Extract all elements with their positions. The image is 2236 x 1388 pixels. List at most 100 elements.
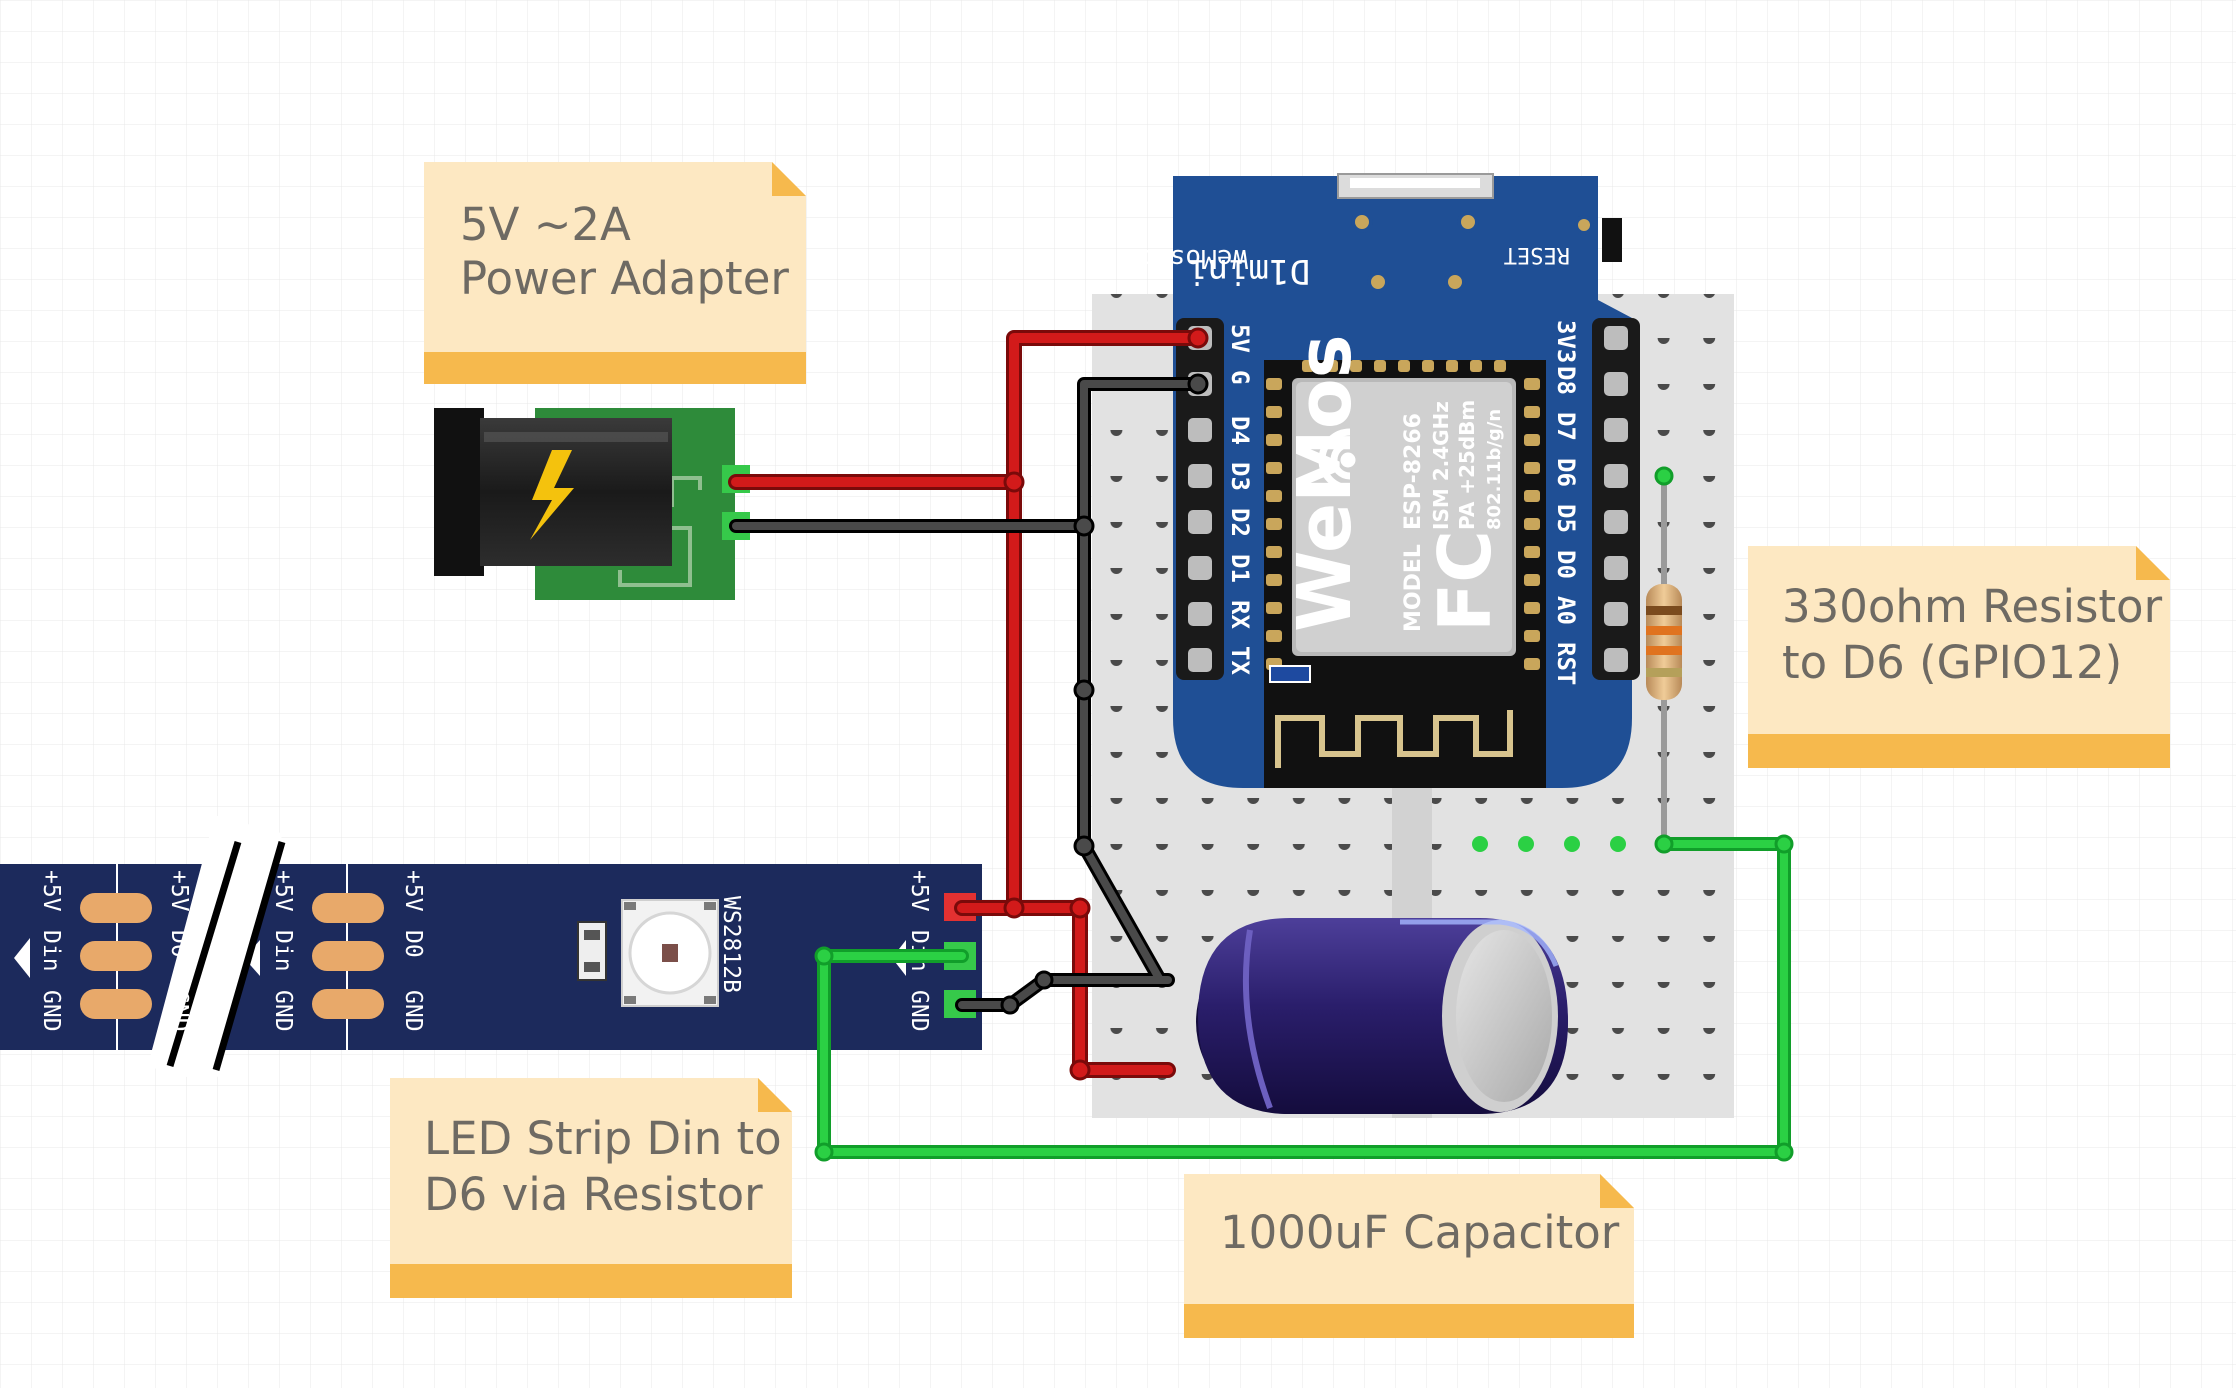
reset-button[interactable]: [1602, 218, 1622, 262]
left-header-pin[interactable]: [1188, 464, 1212, 488]
module-pad: [1494, 360, 1506, 372]
module-pad: [1524, 406, 1540, 418]
pcb-antenna: [1275, 710, 1513, 768]
right-header-pin[interactable]: [1604, 510, 1628, 534]
note-power-adapter: 5V ~2A Power Adapter: [424, 162, 806, 384]
module-pad: [1524, 630, 1540, 642]
strip-pad-label: +5V: [270, 870, 296, 912]
strip-pad-label: +5V: [400, 870, 426, 912]
solder-pad: [80, 941, 152, 971]
module-pad: [1470, 360, 1482, 372]
mounting-holes: [1351, 211, 1594, 293]
solder-pad: [312, 989, 384, 1019]
right-pin-label: D8: [1552, 366, 1580, 395]
solder-pad: [312, 941, 384, 971]
strip-pad-label: GND: [270, 990, 296, 1032]
led-part-label: WS2812B: [718, 896, 744, 993]
note-resistor-line1: 330ohm Resistor: [1782, 580, 2163, 633]
note-capacitor-line1: 1000uF Capacitor: [1220, 1206, 1620, 1259]
module-pad: [1266, 546, 1282, 558]
module-pad: [1266, 518, 1282, 530]
left-header-pin[interactable]: [1188, 648, 1212, 672]
strip-pad-label: GND: [400, 990, 426, 1032]
right-header-pin[interactable]: [1604, 648, 1628, 672]
note-resistor-line2: to D6 (GPIO12): [1782, 636, 2122, 689]
module-pad: [1266, 434, 1282, 446]
right-header-pin[interactable]: [1604, 464, 1628, 488]
module-pad: [1266, 462, 1282, 474]
module-pa-label: PA +25dBm: [1455, 400, 1479, 530]
module-pad: [1266, 406, 1282, 418]
right-header-pin[interactable]: [1604, 602, 1628, 626]
note-led-line1: LED Strip Din to: [424, 1112, 782, 1165]
left-pin-label: TX: [1226, 646, 1254, 675]
wire-junctions: [814, 327, 1794, 1162]
module-pad: [1266, 630, 1282, 642]
board-brand-label: WeMos.cc: [1123, 243, 1248, 273]
module-pad: [1266, 490, 1282, 502]
strip-pad-label: +5V: [38, 870, 64, 912]
module-protocol-label: 802.11b/g/n: [1484, 409, 1505, 530]
left-pin-label: G: [1226, 370, 1254, 384]
right-pin-label: D7: [1552, 412, 1580, 441]
module-pad: [1266, 378, 1282, 390]
wifi-icon: [1318, 428, 1356, 492]
module-ism-label: ISM 2.4GHz: [1429, 401, 1453, 530]
right-pin-label: RST: [1552, 642, 1580, 685]
solder-pad: [80, 989, 152, 1019]
module-pad: [1266, 574, 1282, 586]
left-pin-label: D1: [1226, 554, 1254, 583]
module-model-label: MODEL: [1401, 544, 1426, 632]
module-pad: [1524, 574, 1540, 586]
module-pad: [1524, 602, 1540, 614]
right-header-pin[interactable]: [1604, 556, 1628, 580]
note-power-line1: 5V ~2A: [460, 198, 631, 251]
solder-pad: [80, 893, 152, 923]
left-pin-label: D2: [1226, 508, 1254, 537]
strip-pad-label: Din: [38, 930, 64, 972]
left-header-pin[interactable]: [1188, 510, 1212, 534]
right-pin-label: D6: [1552, 458, 1580, 487]
strip-pad-label: +5V: [166, 870, 192, 912]
module-logo: WeMos: [1282, 334, 1368, 632]
right-pin-label: A0: [1552, 596, 1580, 625]
module-pad: [1524, 462, 1540, 474]
left-header-pin[interactable]: [1188, 602, 1212, 626]
reset-label: RESET: [1504, 242, 1570, 267]
left-header-pin[interactable]: [1188, 556, 1212, 580]
strip-pad-label: +5V: [906, 870, 932, 912]
right-header-pin[interactable]: [1604, 372, 1628, 396]
strip-pad-label: Din: [270, 930, 296, 972]
right-header-pin[interactable]: [1604, 326, 1628, 350]
strip-pad-label: D0: [400, 930, 426, 958]
module-pad: [1524, 546, 1540, 558]
module-fcc-logo: FC: [1423, 530, 1507, 632]
module-pad: [1524, 490, 1540, 502]
note-led-strip: LED Strip Din to D6 via Resistor: [390, 1078, 792, 1298]
strip-pad-label: GND: [166, 990, 192, 1032]
wemos-d1-mini-board: WeMos.cc D1mini RESET 5VGD4D3D2D1RXTX3V3…: [1123, 173, 1640, 788]
dc-power-jack: [434, 408, 750, 600]
module-pad: [1446, 360, 1458, 372]
module-pad: [1350, 360, 1362, 372]
capacitor-1000uf: [1196, 918, 1568, 1114]
note-capacitor: 1000uF Capacitor: [1184, 1174, 1634, 1338]
strip-pad-label: GND: [906, 990, 932, 1032]
module-pad: [1326, 360, 1338, 372]
left-pin-label: 5V: [1226, 324, 1254, 353]
right-pin-label: D0: [1552, 550, 1580, 579]
strip-pad-label: D0: [166, 930, 192, 958]
right-header-pin[interactable]: [1604, 418, 1628, 442]
module-pad: [1398, 360, 1410, 372]
module-pad: [1524, 434, 1540, 446]
module-pad: [1374, 360, 1386, 372]
resistor-330ohm: [1646, 476, 1682, 838]
module-pad: [1524, 658, 1540, 670]
module-pad: [1524, 378, 1540, 390]
left-pin-header: [1176, 318, 1640, 680]
right-pin-label: D5: [1552, 504, 1580, 533]
left-header-pin[interactable]: [1188, 418, 1212, 442]
note-led-line2: D6 via Resistor: [424, 1168, 763, 1221]
module-pad: [1422, 360, 1434, 372]
